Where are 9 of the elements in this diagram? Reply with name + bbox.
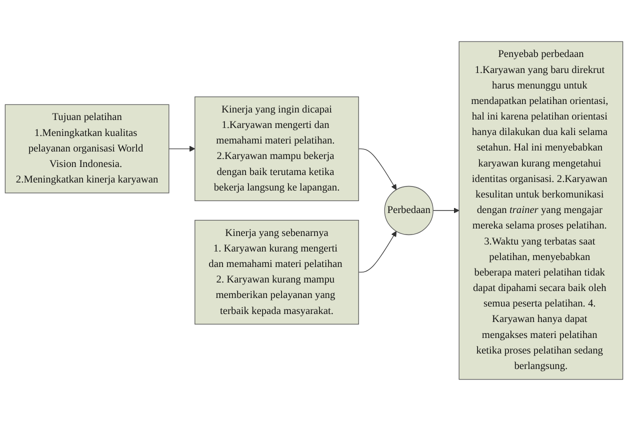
arrow: [168, 146, 196, 152]
arrow: [358, 231, 397, 273]
arrow: [358, 148, 397, 190]
node-box: Penyebab perbedaan 1.Karyawan yang baru direkrut harus menunggu untuk mendapatkan pelatihan orientasi, hal ini karena pelatihan orientasi hanya dilakukan dua kali selama setahun. Hal ini menyebabkan karyawan kurang mengetahui identitas organisasi. 2.Karyawan kesulitan untuk berkomunikasi dengan trainer yang mengajar mereka selama proses pelatihan. 3.Waktu yang terbatas saat pelatihan, menyebabkan beberapa materi pelatihan tidak dapat dipahami secara baik oleh semua peserta pelatihan. 4. Karyawan hanya dapat mengakses materi pelatihan ketika proses pelatihan sedang berlangsung.: [458, 41, 624, 380]
node-box: Tujuan pelatihan 1.Meningkatkan kualitas pelayanan organisasi World Vision Indonesia. 2.Meningkatkan kinerja karyawan: [4, 104, 170, 194]
node-circle: Perbedaan: [384, 186, 434, 236]
node-box: Kinerja yang sebenarnya 1. Karyawan kurang mengerti dan memahami materi pelatihan 2. Karyawan kurang mampu memberikan pelayanan yang terbaik kepada masyarakat.: [194, 220, 359, 325]
arrow: [432, 208, 460, 214]
node-box: Kinerja yang ingin dicapai 1.Karyawan mengerti dan memahami materi pelatihan. 2.Karyawan mampu bekerja dengan baik terutama ketika bekerja langsung ke lapangan.: [194, 96, 359, 202]
